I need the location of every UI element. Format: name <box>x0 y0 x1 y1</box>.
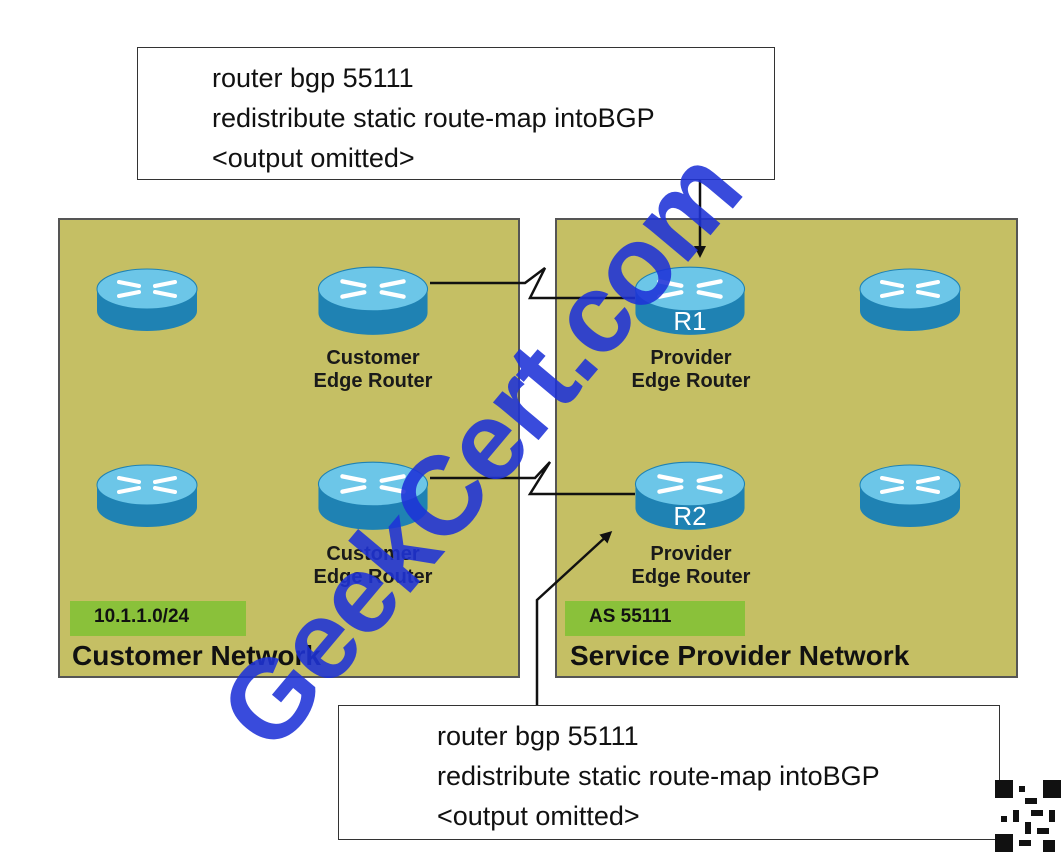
customer-network-title: Customer Network <box>72 640 321 671</box>
router-icon <box>96 464 198 527</box>
provider-network-title: Service Provider Network <box>570 640 910 671</box>
config-line: <output omitted> <box>437 801 640 831</box>
provider-edge-router-r1-label: Provider Edge Router <box>631 347 751 392</box>
r2-name: R2 <box>673 501 707 531</box>
config-line: redistribute static route-map intoBGP <box>212 103 655 133</box>
router-icon <box>96 268 198 331</box>
router-icon <box>859 464 961 527</box>
bottom-config-arrow <box>535 530 613 705</box>
provider-as-tag: AS 55111 <box>565 601 745 636</box>
qr-code-icon <box>995 780 1061 852</box>
config-line: router bgp 55111 <box>437 721 639 751</box>
provider-edge-router-r2-icon <box>634 461 746 530</box>
r1-name: R1 <box>673 306 707 336</box>
top-config-box: router bgp 55111 redistribute static rou… <box>137 47 775 180</box>
customer-edge-router-2-icon <box>317 461 429 530</box>
serial-link-2 <box>430 461 635 496</box>
serial-link-1 <box>430 267 635 300</box>
provider-edge-router-r1-icon <box>634 266 746 335</box>
config-line: redistribute static route-map intoBGP <box>437 761 880 791</box>
customer-subnet-tag: 10.1.1.0/24 <box>70 601 246 636</box>
bottom-config-box: router bgp 55111 redistribute static rou… <box>338 705 1000 840</box>
config-line: router bgp 55111 <box>212 63 414 93</box>
config-line: <output omitted> <box>212 143 415 173</box>
customer-edge-router-1-label: Customer Edge Router <box>313 347 433 392</box>
provider-edge-router-r2-label: Provider Edge Router <box>631 543 751 588</box>
router-icon <box>859 268 961 331</box>
customer-edge-router-1-icon <box>317 266 429 335</box>
customer-edge-router-2-label: Customer Edge Router <box>313 543 433 588</box>
